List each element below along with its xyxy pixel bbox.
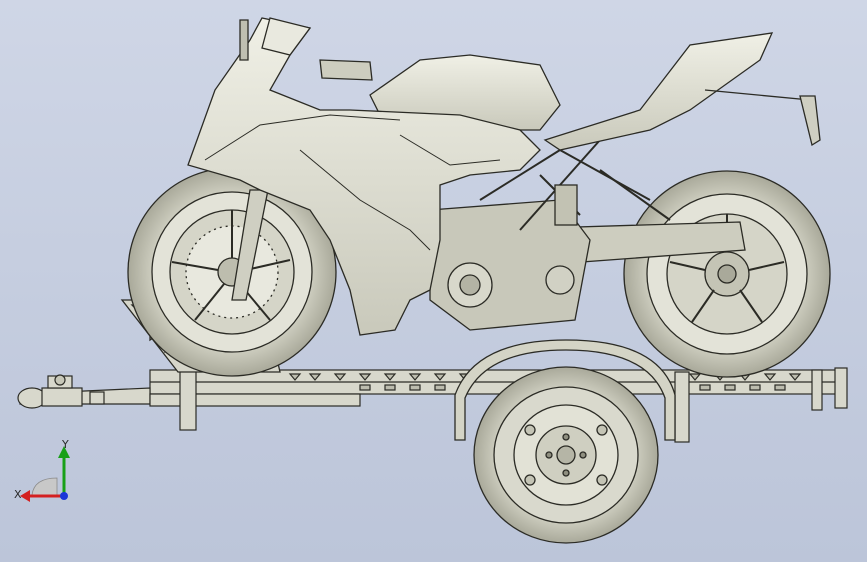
z-axis-dot [60, 492, 68, 500]
coordinate-triad: Y X [12, 438, 82, 510]
rear-wheel [623, 170, 831, 378]
x-axis-label: X [14, 488, 22, 501]
engine [429, 199, 591, 331]
fender[interactable] [454, 339, 676, 441]
hitch-coupler[interactable] [17, 374, 105, 409]
trailer-wheel[interactable] [473, 366, 659, 544]
y-axis-label: Y [62, 438, 69, 451]
motorcycle[interactable] [127, 17, 831, 378]
triad-graphic [20, 446, 70, 502]
